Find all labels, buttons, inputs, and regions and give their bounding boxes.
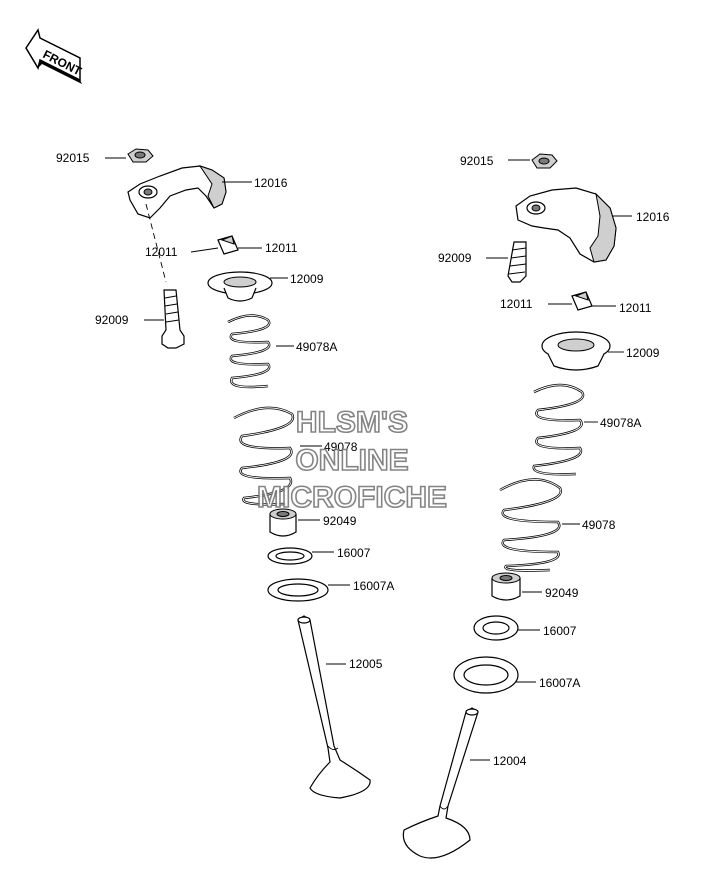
watermark: HLSM'S ONLINE MICROFICHE: [256, 405, 448, 515]
right-label-spring-inner: 49078A: [600, 416, 641, 430]
left-nut-part: [127, 148, 154, 163]
left-label-spring-inner: 49078A: [296, 340, 337, 354]
right-rocker-arm-part: [515, 187, 617, 263]
left-label-stud: 92009: [95, 313, 129, 327]
left-cotter-part: [217, 235, 239, 255]
right-seat-upper-part: [473, 615, 519, 641]
right-inner-spring-part: [532, 383, 585, 476]
left-label-seat-lower: 16007A: [353, 579, 394, 593]
left-label-valve: 12005: [349, 657, 383, 671]
left-stud-part: [161, 289, 185, 349]
left-label-cotter-b: 12011: [265, 241, 298, 255]
left-valve-part: [297, 615, 371, 799]
left-label-cotter-a: 12011: [145, 245, 178, 259]
left-label-nut: 92015: [56, 151, 90, 165]
left-label-retainer: 12009: [290, 272, 324, 286]
right-label-cotter-b: 12011: [619, 301, 652, 315]
left-retainer-part: [207, 271, 273, 302]
right-nut-part: [531, 153, 558, 169]
left-rocker-arm-part: [127, 165, 227, 219]
right-label-seal: 92049: [545, 586, 579, 600]
right-label-rocker: 12016: [636, 210, 670, 224]
left-seat-upper-part: [267, 547, 313, 565]
left-label-rocker: 12016: [254, 176, 288, 190]
right-seal-part: [491, 572, 521, 601]
left-label-seat-upper: 16007: [337, 546, 371, 560]
right-seat-lower-part: [453, 656, 519, 694]
right-label-stud: 92009: [438, 251, 472, 265]
right-cotter-part: [571, 291, 593, 311]
watermark-line-3: MICROFICHE: [257, 481, 447, 514]
right-label-seat-upper: 16007: [543, 624, 577, 638]
right-label-spring-outer: 49078: [582, 518, 616, 532]
right-outer-spring-part: [499, 478, 563, 572]
watermark-line-2: ONLINE: [295, 444, 408, 477]
right-stud-part: [507, 241, 527, 283]
right-retainer-part: [541, 331, 611, 371]
right-label-seat-lower: 16007A: [539, 676, 580, 690]
left-inner-spring-part: [227, 314, 271, 389]
left-label-seal: 92049: [323, 514, 357, 528]
left-outer-spring-part: [233, 406, 295, 506]
right-valve-part: [402, 707, 479, 859]
right-label-retainer: 12009: [626, 346, 660, 360]
left-seal-part: [269, 508, 297, 537]
watermark-line-1: HLSM'S: [296, 406, 408, 439]
right-label-cotter-a: 12011: [500, 297, 533, 311]
right-label-valve: 12004: [493, 754, 527, 768]
left-label-spring-outer: 49078: [324, 440, 358, 454]
left-seat-lower-part: [267, 578, 329, 602]
right-label-nut: 92015: [460, 154, 494, 168]
front-arrow-icon: FRONT: [25, 28, 84, 84]
